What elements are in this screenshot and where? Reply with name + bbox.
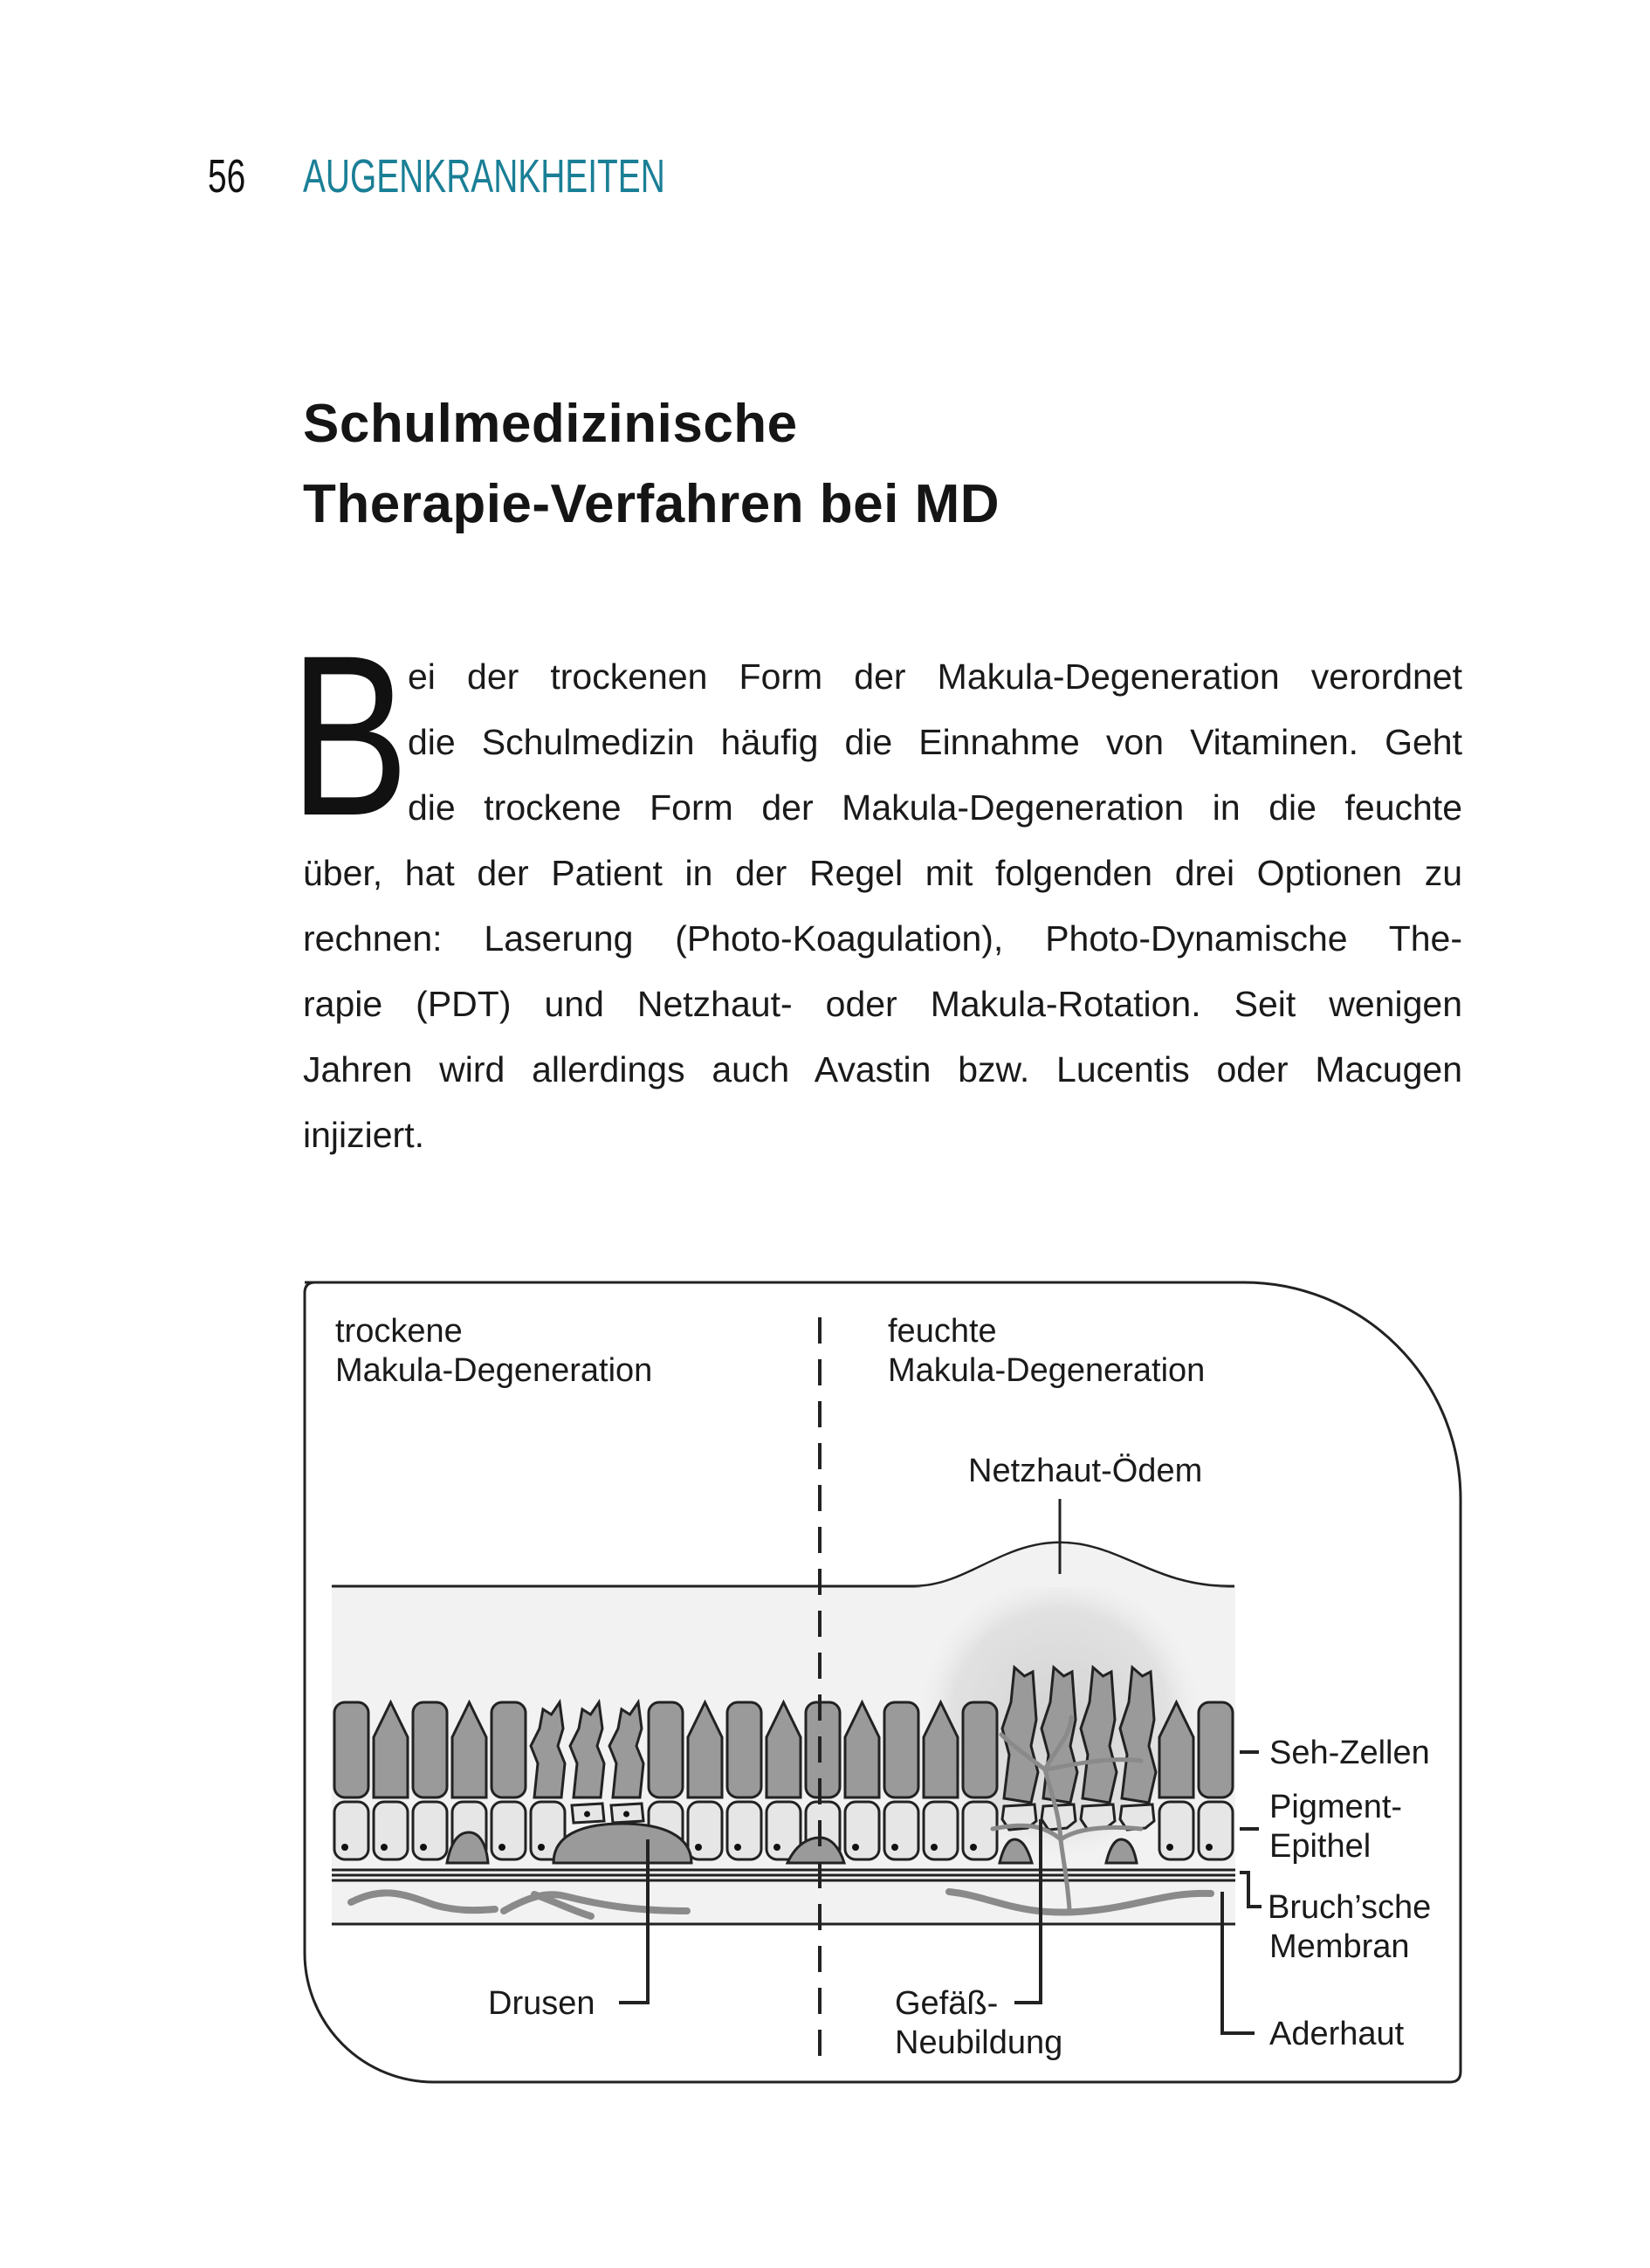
cell-nucleus (931, 1844, 938, 1851)
running-head: AUGENKRANKHEITEN (303, 150, 665, 203)
damaged-photoreceptor (1079, 1664, 1118, 1804)
figure-frame (303, 1281, 1462, 2084)
cell-nucleus (623, 1811, 629, 1818)
drop-cap: B (290, 608, 409, 863)
cell-nucleus (498, 1844, 505, 1851)
neovessel (1042, 1757, 1144, 1772)
cell-nucleus (341, 1844, 348, 1851)
section-title-line: Therapie-Verfahren bei MD (303, 474, 1000, 534)
cone-cell (450, 1699, 488, 1799)
paragraph-line: ei der trockenen Form der Makula-Degener… (408, 656, 1462, 697)
body-paragraph: ei der trockenen Form der Makula-Degener… (303, 644, 1462, 1168)
left-heading-line: trockene (335, 1313, 463, 1350)
neovessel (1058, 1825, 1144, 1842)
paragraph-line: rapie (PDT) und Netzhaut- oder Makula-Ro… (303, 984, 1462, 1024)
neovessel (1042, 1715, 1074, 1772)
damaged-cell (608, 1698, 645, 1799)
paragraph-line: die Schulmedizin häufig die Einnahme von… (408, 722, 1462, 762)
cone-cell (922, 1699, 959, 1799)
cell-nucleus (734, 1844, 741, 1851)
cone-cell (686, 1699, 724, 1799)
cell-nucleus (584, 1811, 590, 1818)
cell-nucleus (773, 1844, 780, 1851)
pigment-epithelium-cell (922, 1800, 959, 1861)
damaged-cell (529, 1698, 567, 1799)
pigment-epithelium-cell (686, 1800, 724, 1861)
cell-nucleus (1206, 1844, 1213, 1851)
paragraph-line: Jahren wird allerdings auch Avastin bzw.… (303, 1049, 1462, 1089)
section-title: Schulmedizinische Therapie-Verfahren bei… (303, 384, 1000, 545)
section-title-line: Schulmedizinische (303, 394, 798, 454)
macular-degeneration-diagram: trockene Makula-Degeneration feuchte Mak… (303, 1281, 1462, 2084)
page-number: 56 (208, 150, 246, 203)
bruch-membrane-label: Bruch’sche (1268, 1889, 1431, 1926)
pigment-epithelium-cell (372, 1800, 409, 1861)
right-heading-line: feuchte (888, 1313, 997, 1350)
drusen-label: Drusen (488, 1985, 595, 2022)
neovascularization-label: Gefäß- (895, 1985, 998, 2022)
rod-cell (725, 1701, 763, 1799)
bruch-membrane-leader (1240, 1871, 1262, 1908)
edema-label: Netzhaut-Ödem (968, 1453, 1202, 1489)
pigment-epithelium-label: Pigment- (1269, 1789, 1402, 1825)
rod-cell (333, 1701, 370, 1799)
rod-cell (961, 1701, 999, 1799)
paragraph-line: die trockene Form der Makula-Degeneratio… (408, 787, 1462, 828)
pigment-epithelium-cell (843, 1800, 881, 1861)
cone-cell (765, 1699, 802, 1799)
damaged-photoreceptor (1000, 1664, 1040, 1804)
cell-nucleus (852, 1844, 859, 1851)
cell-nucleus (695, 1844, 702, 1851)
photoreceptors-label: Seh-Zellen (1269, 1735, 1430, 1771)
cell-nucleus (970, 1844, 977, 1851)
bruch-membrane-label: Membran (1269, 1928, 1410, 1965)
pigment-epithelium-cell (333, 1800, 370, 1861)
pigment-epithelium-cell (490, 1800, 527, 1861)
damaged-photoreceptor (1118, 1664, 1158, 1804)
pigment-epithelium-cell (883, 1800, 920, 1861)
druse (552, 1822, 693, 1865)
rod-cell (883, 1701, 920, 1799)
cone-cell (372, 1699, 409, 1799)
choroid-leader (1220, 1892, 1255, 2035)
neovascularization-label: Neubildung (895, 2024, 1062, 2061)
neovessel (999, 1732, 1048, 1772)
paragraph-line: injiziert. (303, 1115, 424, 1155)
cell-nucleus (538, 1844, 545, 1851)
pigment-epithelium-cell (725, 1800, 763, 1861)
rod-cell (490, 1701, 527, 1799)
cell-nucleus (381, 1844, 388, 1851)
paragraph-line: über, hat der Patient in der Regel mit f… (303, 853, 1462, 893)
rod-cell (647, 1701, 684, 1799)
druse (1104, 1838, 1138, 1865)
retina-surface-fill (914, 1543, 1228, 1587)
neovessel (990, 1823, 1063, 1842)
choroid-vessel (531, 1891, 595, 1920)
damaged-cell (568, 1698, 606, 1799)
druse (445, 1831, 490, 1865)
cell-nucleus (420, 1844, 427, 1851)
rod-cell (1197, 1701, 1234, 1799)
cone-cell (843, 1699, 881, 1799)
drusen-leader (619, 1839, 650, 2004)
choroid-label: Aderhaut (1269, 2016, 1405, 2052)
druse (998, 1838, 1035, 1865)
choroid-vessel (945, 1888, 1214, 1916)
choroid-vessel (347, 1889, 498, 1914)
pigment-epithelium-cell (411, 1800, 449, 1861)
neovascularization-leader (1014, 1819, 1042, 2004)
cell-nucleus (891, 1844, 898, 1851)
cell-nucleus (1166, 1844, 1173, 1851)
rod-cell (804, 1701, 842, 1799)
right-heading-line: Makula-Degeneration (888, 1352, 1205, 1389)
pigment-epithelium-cell (1158, 1800, 1195, 1861)
pigment-epithelium-label: Epithel (1269, 1828, 1371, 1865)
left-heading-line: Makula-Degeneration (335, 1352, 652, 1389)
rod-cell (411, 1701, 449, 1799)
damaged-pigment-cell (1118, 1803, 1156, 1832)
cone-cell (1158, 1699, 1195, 1799)
pigment-epithelium-cell (1197, 1800, 1234, 1861)
paragraph-line: rechnen: Laserung (Photo-Koagulation), P… (303, 918, 1462, 959)
